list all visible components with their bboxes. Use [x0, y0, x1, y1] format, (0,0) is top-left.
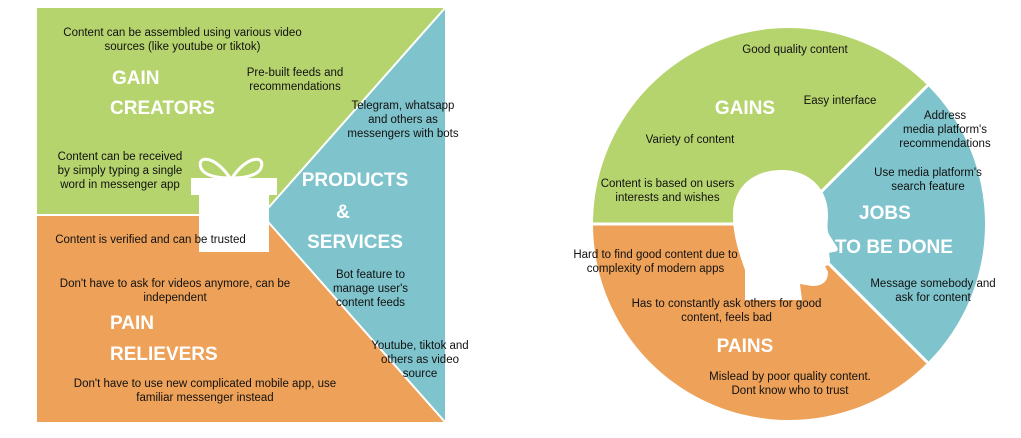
text-line: Don't have to use new complicated mobile… — [73, 378, 337, 390]
text-line: Dont know who to trust — [731, 385, 849, 397]
heading-pains: PAINS — [716, 336, 774, 357]
text-line: Use media platform's — [874, 167, 982, 179]
text-line: others as video — [381, 354, 459, 366]
text-line: media platform's — [902, 124, 987, 136]
product-service-item: Youtube, tiktok and others as video source — [355, 339, 485, 381]
pain-reliever-item: Don't have to use new complicated mobile… — [50, 377, 360, 405]
pain-item: Hard to find good content due to complexi… — [553, 248, 758, 276]
text-line: Don't have to ask for videos anymore, ca… — [59, 278, 291, 290]
gain-creator-item: Content can be received by simply typing … — [45, 150, 195, 192]
product-service-item: Telegram, whatsapp and others as messenger… — [333, 99, 473, 141]
text-line: word in messenger app — [60, 179, 180, 191]
text-line: content, feels bad — [681, 312, 772, 324]
text-line: recommendations — [899, 138, 991, 150]
text-line: Content can be received — [57, 151, 183, 163]
text-line: Hard to find good content due to — [573, 249, 738, 261]
text-line: Easy interface — [803, 95, 877, 107]
pains-region — [593, 224, 928, 421]
text-line: content feeds — [335, 297, 406, 309]
job-item: Message somebody and ask for content — [858, 277, 1008, 305]
text-line: Content can be assembled using various v… — [63, 27, 302, 39]
heading-gains: GAINS — [714, 98, 776, 119]
heading-jobs-line-2: TO BE DONE — [835, 237, 953, 258]
text-line: Mislead by poor quality content. — [709, 371, 871, 383]
pain-reliever-item: Content is verified and can be trusted — [38, 233, 263, 247]
text-line: independent — [143, 292, 207, 304]
job-item: Use media platform's search feature — [858, 166, 998, 194]
text-line: Variety of content — [645, 134, 735, 146]
gain-creator-item: Pre-built feeds and recommendations — [225, 66, 365, 94]
text-line: Address — [923, 110, 967, 122]
text-line: Bot feature to — [335, 269, 406, 281]
text-line: interests and wishes — [615, 192, 720, 204]
text-line: manage user's — [332, 283, 409, 295]
text-line: recommendations — [249, 81, 341, 93]
text-line: source — [402, 368, 438, 380]
gains-region — [593, 27, 928, 224]
text-line: Message somebody and — [870, 278, 996, 290]
head-silhouette-icon — [733, 170, 838, 300]
text-line: sources (like youtube or tiktok) — [104, 41, 261, 53]
text-line: Content is based on users — [600, 178, 735, 190]
heading-gain-line-2: CREATORS — [110, 98, 215, 119]
pain-relievers-region — [37, 215, 445, 422]
jobs-region — [789, 85, 986, 363]
pain-reliever-item: Don't have to ask for videos anymore, ca… — [40, 277, 310, 305]
heading-products-services: PRODUCTS & SERVICES — [285, 170, 425, 254]
gain-item: Content is based on users interests and w… — [590, 177, 745, 205]
text-line: Telegram, whatsapp — [351, 100, 455, 112]
heading-pain-line-2: RELIEVERS — [110, 344, 218, 365]
text-line: Good quality content — [742, 44, 848, 56]
gain-item: Good quality content — [730, 43, 860, 57]
pain-item: Mislead by poor quality content. Dont kno… — [680, 370, 900, 398]
heading-products-line-1: PRODUCTS — [301, 170, 409, 191]
heading-gain-line-1: GAIN — [112, 68, 160, 89]
gain-item: Easy interface — [790, 94, 890, 108]
text-line: complexity of modern apps — [586, 263, 725, 275]
gain-creator-item: Content can be assembled using various v… — [45, 26, 320, 54]
text-line: Content is verified and can be trusted — [55, 234, 246, 246]
heading-pain-line-1: PAIN — [110, 313, 154, 334]
text-line: by simply typing a single — [57, 165, 183, 177]
gain-creators-region — [37, 8, 445, 215]
products-services-region — [262, 8, 445, 422]
product-service-item: Bot feature to manage user's content feeds — [318, 268, 423, 310]
gain-item: Variety of content — [630, 133, 750, 147]
text-line: Pre-built feeds and — [246, 67, 344, 79]
heading-jobs-line-1: JOBS — [859, 203, 911, 224]
heading-products-line-2: & — [336, 202, 350, 223]
heading-jobs: JOBS TO BE DONE — [835, 203, 985, 259]
text-line: Has to constantly ask others for good — [631, 298, 822, 310]
text-line: and others as — [368, 114, 438, 126]
text-line: search feature — [891, 181, 965, 193]
heading-pain-relievers: PAIN RELIEVERS — [110, 313, 250, 366]
text-line: ask for content — [895, 292, 971, 304]
heading-gain-creators: GAIN CREATORS — [110, 68, 240, 120]
gift-icon — [191, 157, 277, 252]
text-line: messengers with bots — [347, 128, 459, 140]
heading-products-line-3: SERVICES — [307, 232, 403, 253]
pain-item: Has to constantly ask others for good con… — [614, 297, 839, 325]
job-item: Address media platform's recommendations — [885, 109, 1005, 151]
text-line: familiar messenger instead — [136, 392, 274, 404]
text-line: Youtube, tiktok and — [371, 340, 469, 352]
